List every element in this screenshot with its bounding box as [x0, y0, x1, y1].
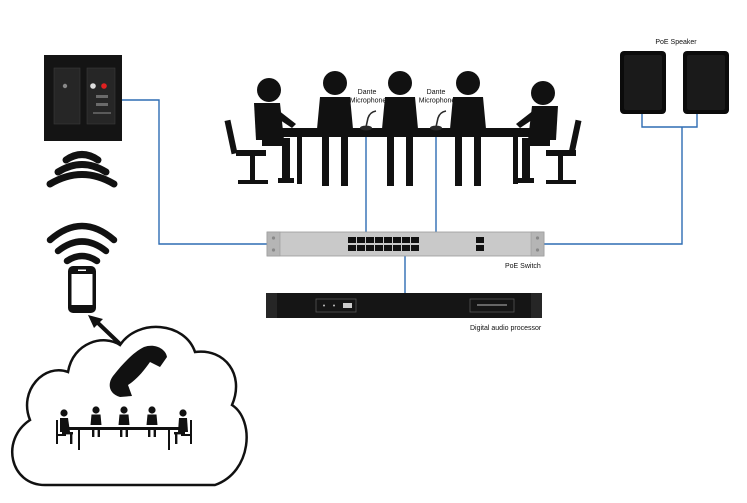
label-dante-microphone-left: Dante Microphone [350, 89, 387, 105]
remote-meeting-icon [56, 406, 192, 450]
label-dante-microphone-right: Dante Microphone [419, 89, 456, 105]
label-dante-microphone-right-line2: Microphone [419, 98, 456, 105]
connection-lines [122, 99, 698, 293]
conference-table-icon [224, 71, 582, 186]
line-speaker-link [641, 112, 698, 128]
label-dante-microphone-right-line1: Dante [427, 89, 446, 96]
smartphone-icon [68, 266, 96, 313]
label-digital-audio-processor: Digital audio processor [470, 325, 542, 332]
speaker-icon [620, 51, 729, 114]
wireless-signal-icon [46, 151, 118, 188]
line-switch-to-speakers [543, 127, 683, 245]
line-panel-to-switch [122, 99, 268, 245]
label-poe-speaker: PoE Speaker [655, 39, 697, 46]
microphone-icon [360, 110, 447, 131]
phone-handset-icon [109, 345, 167, 397]
wifi-icon [46, 222, 118, 265]
label-dante-microphone-left-line2: Microphone [350, 98, 387, 105]
label-dante-microphone-left-line1: Dante [358, 89, 377, 96]
cloud-icon [11, 325, 248, 487]
poe-switch-icon [266, 231, 545, 257]
audio-processor-icon [266, 293, 542, 318]
arrow-icon [88, 315, 123, 347]
label-poe-switch: PoE Switch [505, 263, 541, 270]
wall-panel-icon [44, 55, 122, 141]
